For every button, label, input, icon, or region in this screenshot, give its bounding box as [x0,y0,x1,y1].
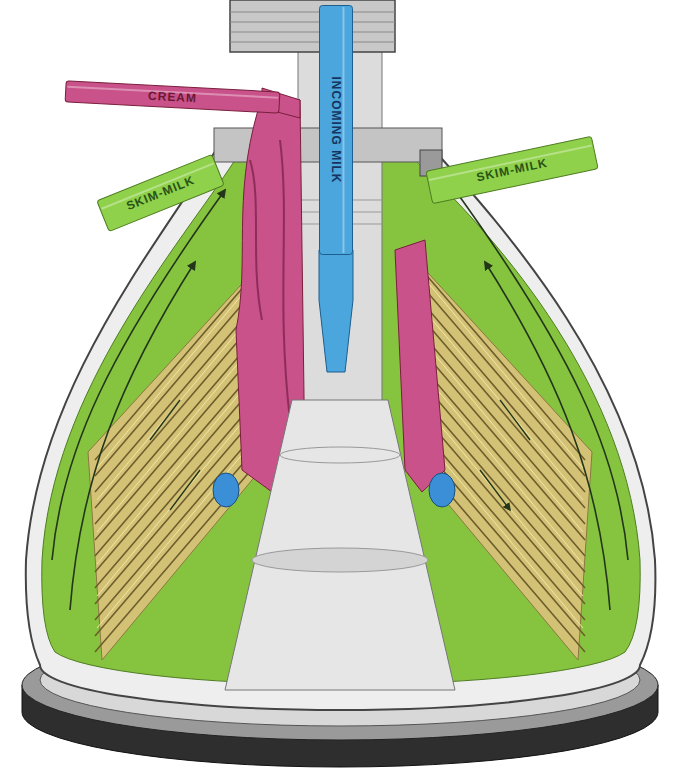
cream-flow-line [250,140,290,420]
pipe-highlight [101,163,213,208]
cream-pipe: CREAM [64,80,280,113]
feed-nozzle [319,250,353,372]
disc-highlight [97,278,256,628]
disc-stack [88,262,262,660]
hub-ring [280,447,400,463]
hub-ring [252,548,428,572]
milk-feed-pipe: INCOMING MILK [319,5,353,255]
top-nut [230,0,395,52]
pipe-body [65,81,280,113]
pipe-body [320,6,353,255]
disc-edges [422,270,585,652]
pipe-body [426,136,598,203]
disc-highlight [424,278,583,628]
flow-arrow [485,262,610,610]
skim-milk-pipe: SKIM-MILK [425,136,598,205]
pipe-highlight [342,7,344,253]
pipe-label: INCOMING MILK [330,77,342,184]
flow-arrow [150,400,530,510]
pipe-body [96,154,223,231]
pipe-label: CREAM [147,90,197,105]
nut-thread [230,12,395,42]
flow-arrow [455,190,628,560]
milk-inlet-blob [429,473,455,507]
milk-inlet-blob [213,473,239,507]
flow-arrow [52,190,225,560]
central-hub [225,400,455,690]
cream-channel [395,240,445,492]
disc-edges [95,270,258,652]
flow-arrow [70,262,195,610]
